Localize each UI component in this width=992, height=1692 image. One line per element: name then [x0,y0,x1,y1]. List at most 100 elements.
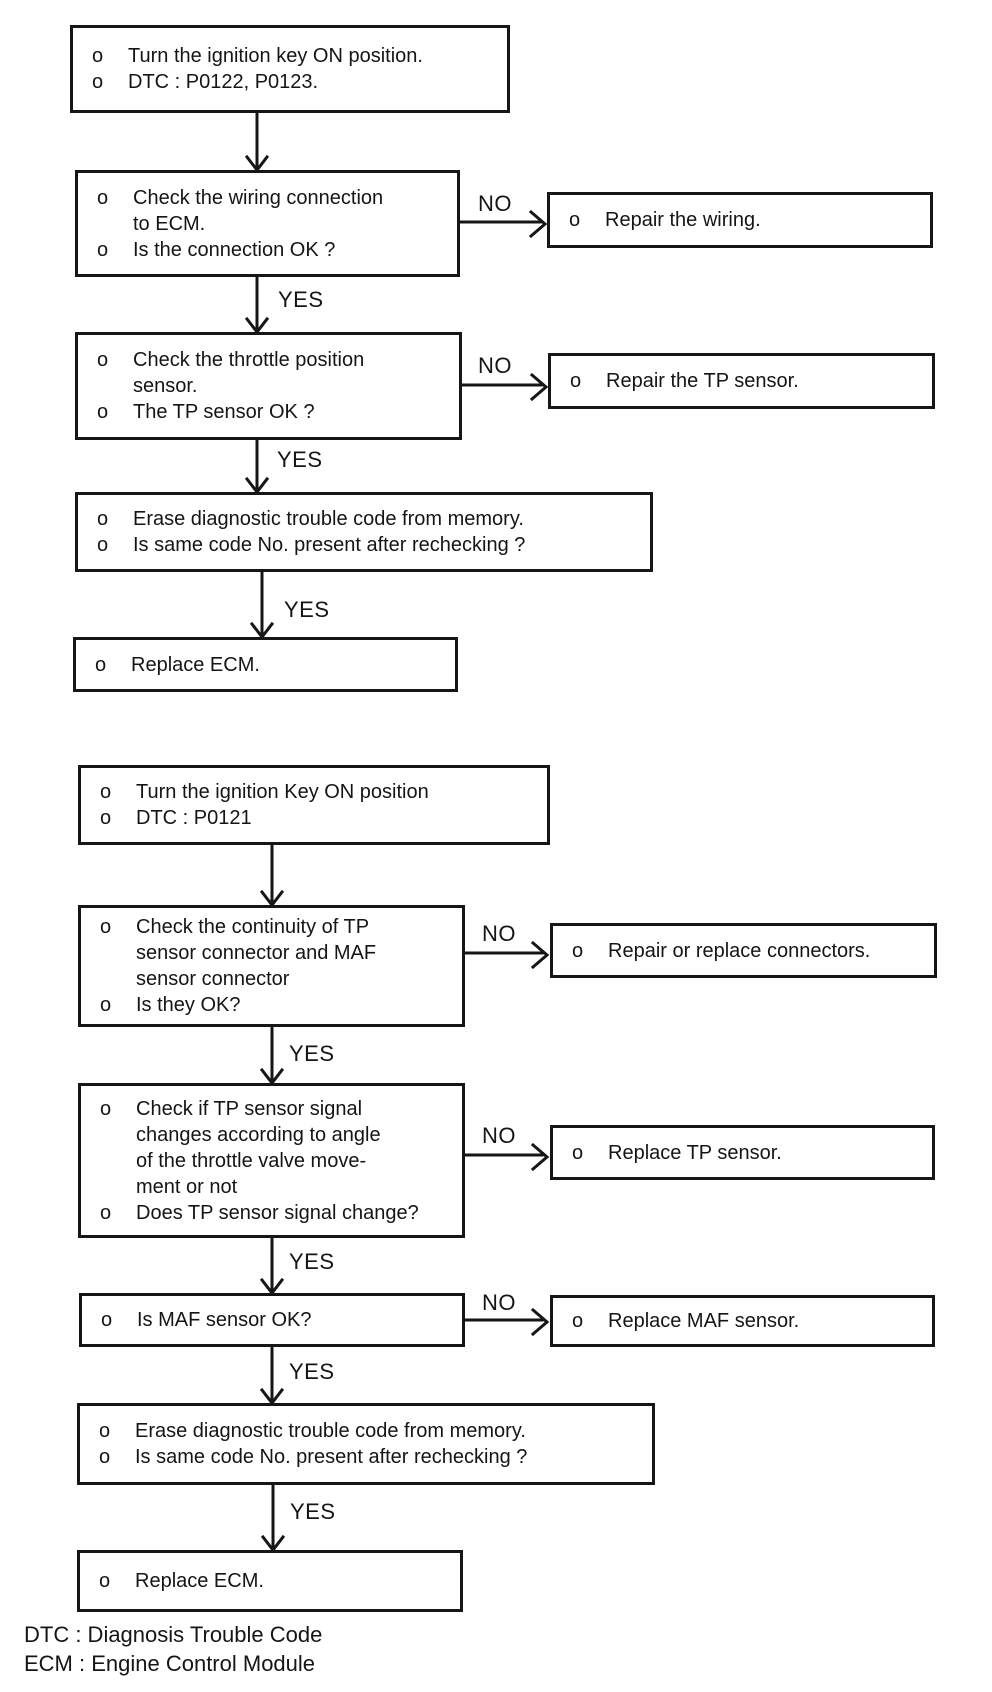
list-item: to ECM. [92,211,451,237]
yes-label: YES [277,447,323,472]
box-line: Repair the wiring. [605,209,761,231]
bullet: o [97,401,109,423]
box-line: Does TP sensor signal change? [136,1201,419,1224]
footer-dtc-abbrev: DTC : Diagnosis Trouble Code [24,1622,323,1647]
box-line: Repair or replace connectors. [608,939,871,962]
footer-ecm-abbrev: ECM : Engine Control Module [24,1651,316,1676]
box-line: Is same code No. present after recheckin… [133,534,526,556]
bullet: o [99,1420,111,1442]
list-item: o The TP sensor OK ? [92,399,453,425]
list-item: ment or not [95,1174,456,1200]
yes-label: YES [289,1249,335,1274]
legend: DTC : Diagnosis Trouble Code ECM : Engin… [24,1620,322,1678]
box-line: Is the connection OK ? [133,238,336,261]
bullet: o [572,1310,584,1332]
no-label: NO [482,1123,516,1148]
box-line: Erase diagnostic trouble code from memor… [135,1420,526,1442]
bullet: o [95,653,107,676]
list-item: o Does TP sensor signal change? [95,1200,456,1226]
list-item: of the throttle valve move- [95,1148,456,1174]
bullet: o [570,370,582,392]
bullet: o [97,186,109,209]
bullet: o [99,1446,111,1468]
box-line: DTC : P0121 [136,807,252,829]
bullet: o [101,1309,113,1331]
box-line: Replace MAF sensor. [608,1310,800,1332]
no-arrow [463,1307,550,1337]
box-line: Check the throttle position [133,349,365,371]
bullet: o [572,939,584,962]
chart2-repair-connectors-box: o Repair or replace connectors. [550,923,937,978]
box-line: The TP sensor OK ? [133,401,315,423]
no-arrow [463,940,550,970]
down-arrow [244,438,270,495]
bullet: o [92,71,104,93]
box-line: DTC : P0122, P0123. [128,71,319,93]
list-item: sensor connector [95,966,456,992]
bullet: o [100,1201,112,1224]
bullet: o [97,508,109,530]
chart2-maf-ok-box: o Is MAF sensor OK? [79,1293,465,1347]
chart2-erase-dtc-box: o Erase diagnostic trouble code from memo… [77,1403,655,1485]
yes-label: YES [289,1041,335,1066]
no-label: NO [478,353,512,378]
no-label: NO [478,191,512,216]
box-line: of the throttle valve move- [136,1149,367,1172]
chart1-erase-dtc-box: o Erase diagnostic trouble code from memo… [75,492,653,572]
bullet: o [100,916,112,938]
down-arrow [259,1345,285,1406]
bullet: o [100,807,112,829]
list-item: sensor connector and MAF [95,940,456,966]
box-line: Is MAF sensor OK? [137,1309,312,1331]
box-line: Erase diagnostic trouble code from memor… [133,508,524,530]
bullet: o [100,994,112,1016]
box-line: Is they OK? [136,994,241,1016]
yes-label: YES [278,287,324,312]
down-arrow [249,570,275,640]
chart1-repair-wiring-box: o Repair the wiring. [547,192,933,248]
no-arrow [460,372,549,402]
down-arrow [259,843,285,908]
no-arrow [463,1142,550,1172]
list-item: o Erase diagnostic trouble code from memo… [92,506,644,532]
list-item: o Replace MAF sensor. [567,1308,926,1334]
no-label: NO [482,1290,516,1315]
down-arrow [244,275,270,335]
list-item: o DTC : P0121 [95,805,541,831]
box-line: changes according to angle [136,1123,381,1146]
no-label: NO [482,921,516,946]
bullet: o [569,209,581,231]
no-arrow [458,209,548,239]
bullet: o [99,1570,111,1592]
box-line: ment or not [136,1175,238,1198]
list-item: o Erase diagnostic trouble code from memo… [94,1418,646,1444]
bullet: o [97,534,109,556]
yes-label: YES [284,597,330,622]
bullet: o [97,238,109,261]
box-line: Repair the TP sensor. [606,370,799,392]
list-item: o DTC : P0122, P0123. [87,69,501,95]
down-arrow [259,1025,285,1086]
down-arrow [259,1236,285,1296]
box-line: to ECM. [133,212,206,235]
box-line: sensor connector [136,968,290,990]
down-arrow [244,111,270,173]
list-item: o Is the connection OK ? [92,237,451,263]
